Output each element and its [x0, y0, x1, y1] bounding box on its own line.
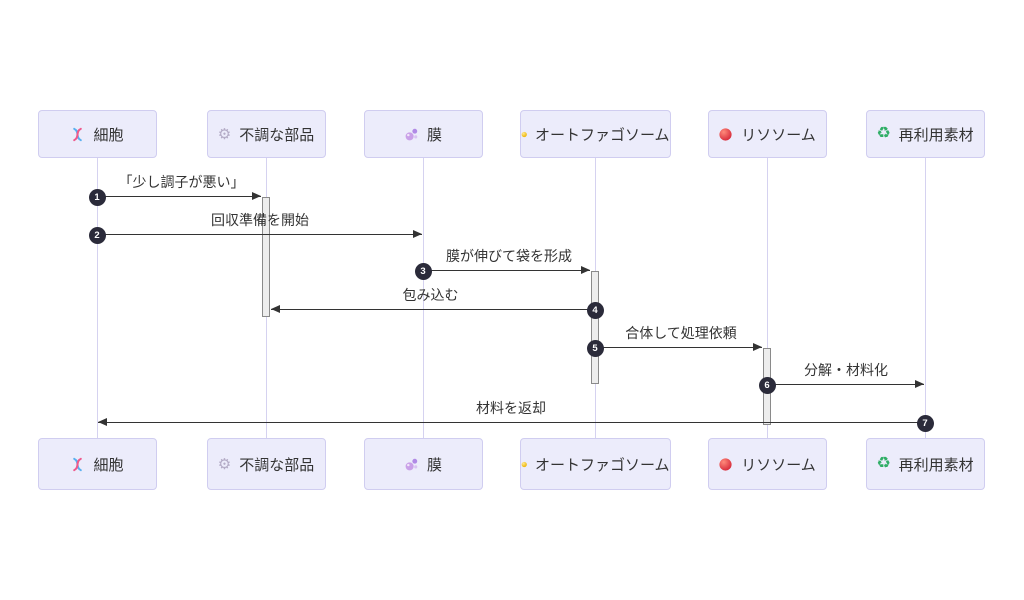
actor-label: オートファゴソーム — [534, 126, 670, 144]
actor-label: 細胞 — [93, 126, 124, 144]
arrowhead-icon — [753, 343, 762, 351]
actor-box-top-autophagosome: オートファゴソーム — [519, 110, 671, 158]
bubbles-icon — [405, 458, 418, 470]
lifeline-membrane — [423, 158, 424, 438]
actor-label: オートファゴソーム — [534, 456, 670, 474]
activation-bar — [262, 197, 270, 317]
gear-icon: ⚙ — [217, 125, 232, 143]
message-number-badge: 3 — [414, 262, 432, 280]
actor-box-bottom-autophagosome: オートファゴソーム — [519, 438, 671, 490]
actor-label: リソソーム — [741, 456, 816, 474]
actor-box-bottom-membrane: 膜 — [363, 438, 483, 490]
message-label: 分解・材料化 — [804, 362, 888, 378]
message-label: 回収準備を開始 — [211, 212, 309, 228]
actor-label: 再利用素材 — [898, 126, 974, 144]
yellow-circle-icon — [521, 131, 527, 137]
red-circle-icon — [719, 127, 732, 141]
actor-label: 膜 — [426, 126, 442, 144]
message-line — [97, 234, 422, 235]
dna-icon — [73, 127, 83, 141]
message-number-badge: 4 — [586, 301, 604, 319]
actor-box-top-membrane: 膜 — [363, 110, 483, 158]
arrowhead-icon — [98, 418, 107, 426]
message-line — [423, 270, 590, 271]
arrowhead-icon — [413, 230, 422, 238]
actor-box-bottom-lysosome: リソソーム — [707, 438, 827, 490]
message-line — [595, 347, 762, 348]
message-line — [98, 422, 925, 423]
lifeline-cell — [97, 158, 98, 438]
arrowhead-icon — [252, 192, 261, 200]
message-label: 膜が伸びて袋を形成 — [446, 248, 572, 264]
message-label: 「少し調子が悪い」 — [118, 174, 245, 190]
message-number-badge: 5 — [586, 339, 604, 357]
actor-label: 再利用素材 — [898, 456, 974, 474]
actor-box-top-lysosome: リソソーム — [707, 110, 827, 158]
message-line — [767, 384, 924, 385]
actor-box-top-cell: 細胞 — [37, 110, 157, 158]
message-number-badge: 6 — [758, 376, 776, 394]
arrowhead-icon — [271, 305, 280, 313]
message-label: 合体して処理依頼 — [625, 325, 737, 341]
lifeline-recycled — [925, 158, 926, 438]
arrowhead-icon — [915, 380, 924, 388]
dna-icon — [73, 457, 83, 471]
actor-label: リソソーム — [741, 126, 816, 144]
message-label: 包み込む — [402, 287, 459, 303]
gear-icon: ⚙ — [217, 455, 232, 473]
activation-bar — [591, 271, 599, 384]
actor-box-bottom-cell: 細胞 — [37, 438, 157, 490]
actor-label: 不調な部品 — [239, 126, 315, 144]
message-line — [271, 309, 595, 310]
actor-label: 膜 — [426, 456, 442, 474]
red-circle-icon — [719, 457, 732, 471]
actor-label: 不調な部品 — [239, 456, 315, 474]
actor-box-bottom-faulty-part: ⚙ 不調な部品 — [206, 438, 326, 490]
recycle-icon: ♻ — [876, 125, 891, 142]
actor-box-top-recycled: ♻ 再利用素材 — [865, 110, 985, 158]
arrowhead-icon — [581, 266, 590, 274]
message-line — [97, 196, 261, 197]
bubbles-icon — [405, 128, 418, 140]
message-number-badge: 2 — [88, 226, 106, 244]
actor-box-top-faulty-part: ⚙ 不調な部品 — [206, 110, 326, 158]
lifeline-lysosome — [767, 158, 768, 438]
actor-box-bottom-recycled: ♻ 再利用素材 — [865, 438, 985, 490]
actor-label: 細胞 — [93, 456, 124, 474]
yellow-circle-icon — [521, 461, 527, 467]
message-number-badge: 7 — [916, 414, 934, 432]
message-number-badge: 1 — [88, 188, 106, 206]
message-label: 材料を返却 — [476, 400, 546, 416]
recycle-icon: ♻ — [876, 455, 891, 472]
